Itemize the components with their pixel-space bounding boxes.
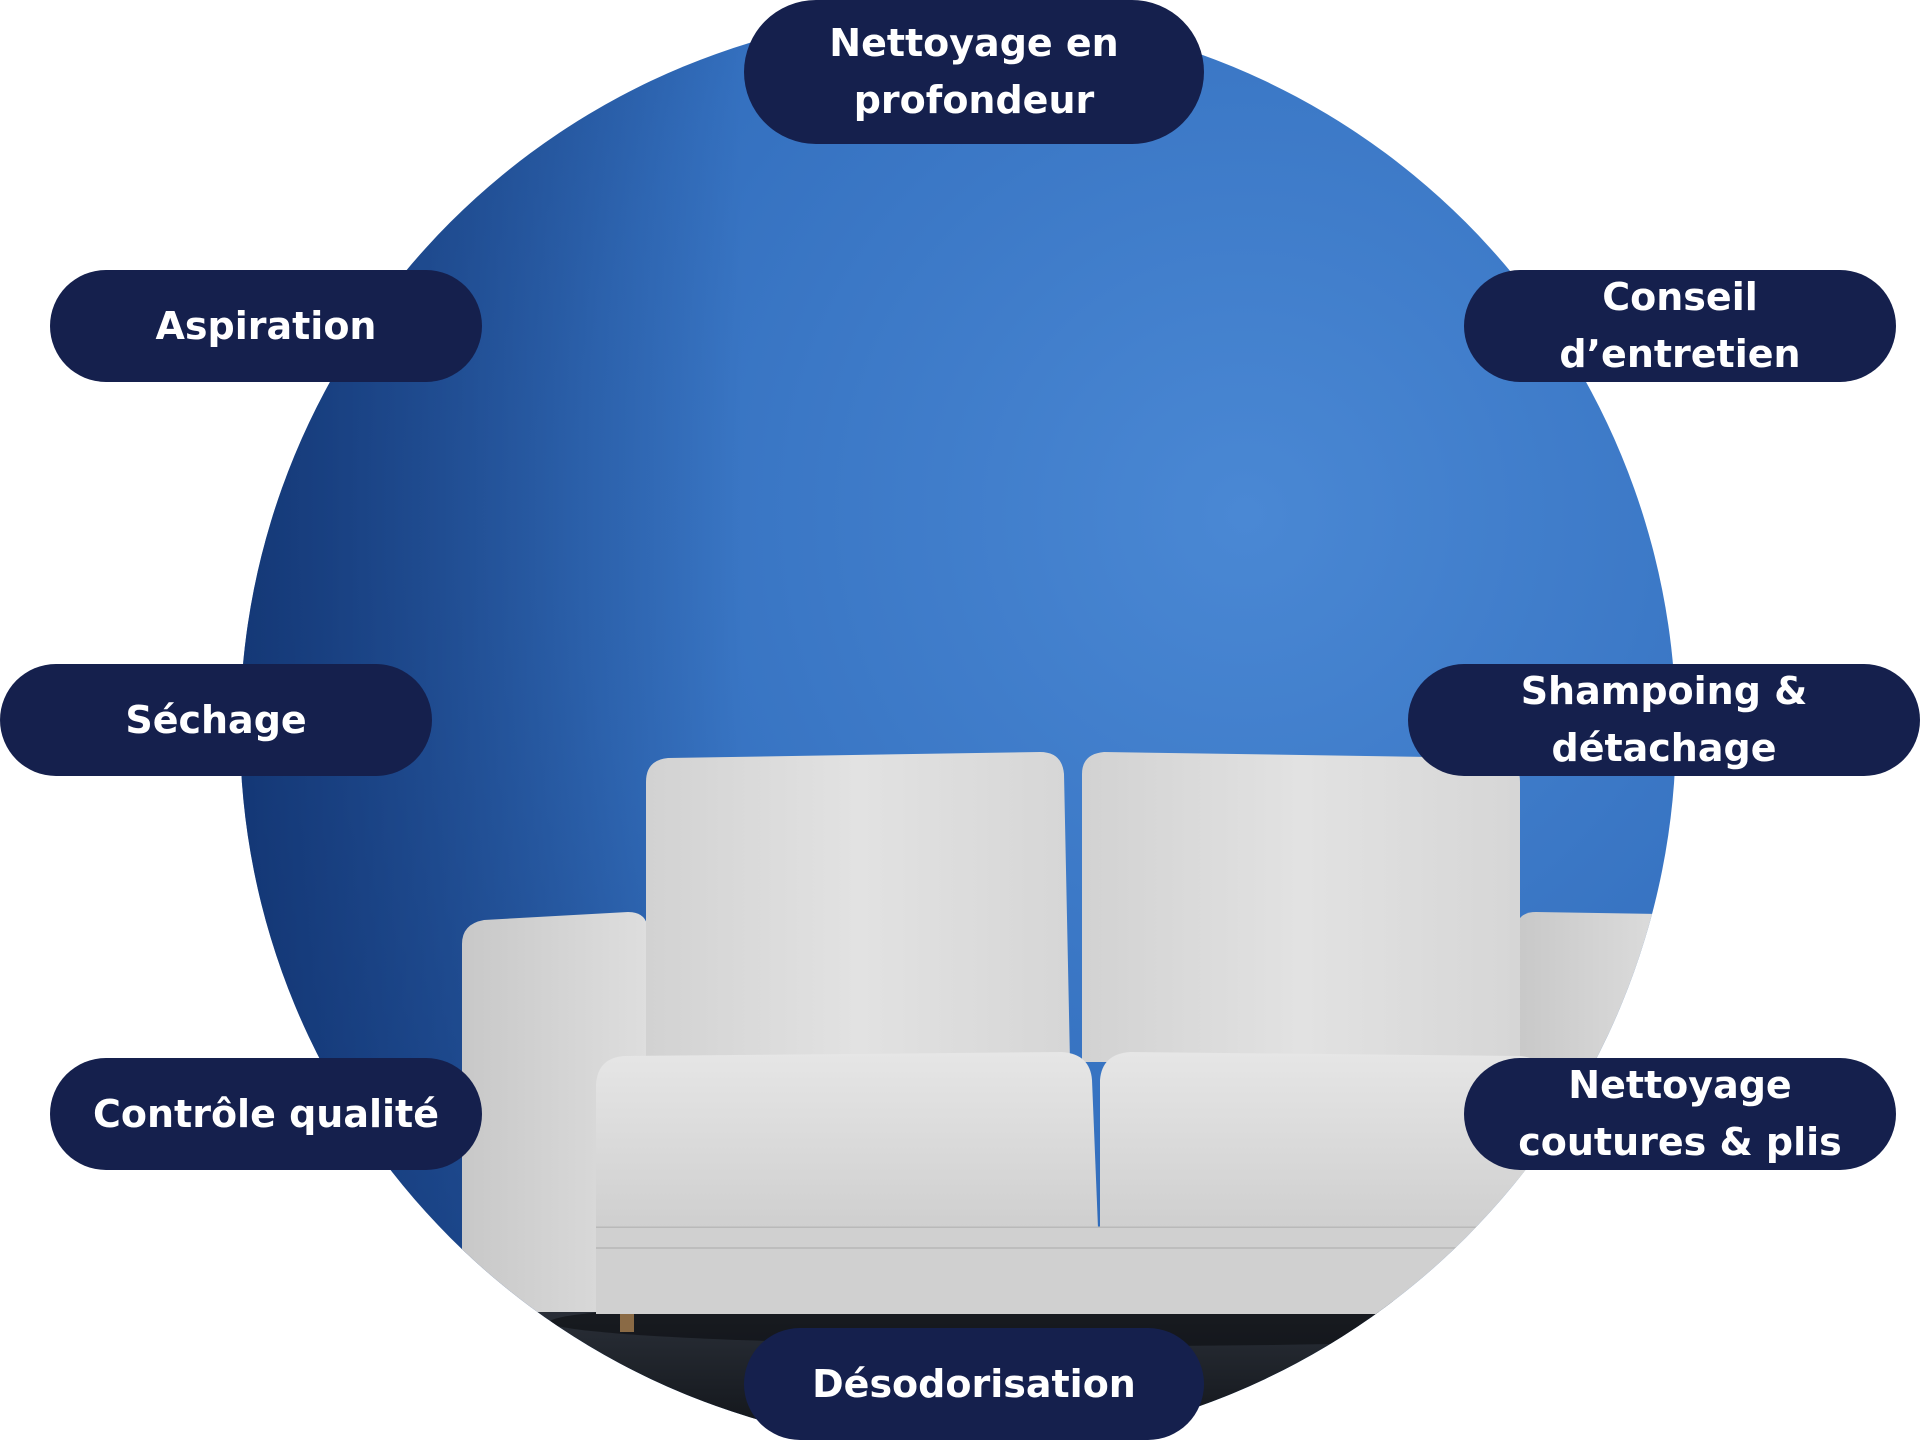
step-deep-cleaning: Nettoyage en profondeur bbox=[744, 0, 1204, 144]
step-shampoo-stain-removal: Shampoing & détachage bbox=[1408, 664, 1920, 776]
step-shampoo-stain-removal-label: Shampoing & détachage bbox=[1520, 669, 1808, 770]
step-seams-folds-cleaning: Nettoyage coutures & plis bbox=[1464, 1058, 1896, 1170]
step-drying: Séchage bbox=[0, 664, 432, 776]
step-deep-cleaning-label: Nettoyage en profondeur bbox=[829, 21, 1119, 122]
step-quality-control-label: Contrôle qualité bbox=[93, 1091, 439, 1136]
step-vacuuming-label: Aspiration bbox=[155, 303, 377, 348]
step-deodorizing: Désodorisation bbox=[744, 1328, 1204, 1440]
step-care-advice: Conseil d’entretien bbox=[1464, 270, 1896, 382]
step-deodorizing-label: Désodorisation bbox=[812, 1361, 1136, 1406]
step-seams-folds-cleaning-label: Nettoyage coutures & plis bbox=[1518, 1063, 1842, 1164]
step-drying-label: Séchage bbox=[125, 697, 307, 742]
step-care-advice-label: Conseil d’entretien bbox=[1559, 275, 1801, 376]
step-vacuuming: Aspiration bbox=[50, 270, 482, 382]
step-quality-control: Contrôle qualité bbox=[50, 1058, 482, 1170]
